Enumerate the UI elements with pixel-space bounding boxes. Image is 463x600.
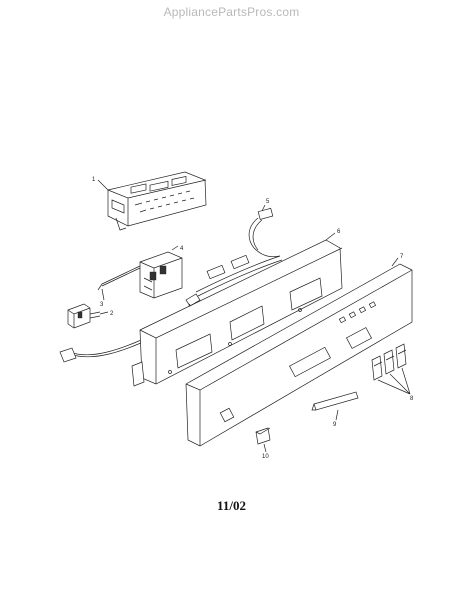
part-wire-connector[interactable] <box>248 207 281 258</box>
part-control-board[interactable] <box>107 171 207 231</box>
callout-5: 5 <box>266 199 270 205</box>
part-rod[interactable] <box>97 265 141 291</box>
part-door-switch[interactable] <box>67 303 101 329</box>
callout-1: 1 <box>92 177 96 183</box>
date-code: 11/02 <box>217 498 246 513</box>
site-watermark: AppliancePartsPros.com <box>163 5 300 19</box>
part-front-panel[interactable] <box>185 263 413 447</box>
callout-8: 8 <box>410 396 414 402</box>
part-handle[interactable] <box>311 391 359 411</box>
callout-6: 6 <box>337 229 341 235</box>
callout-9: 9 <box>333 422 337 428</box>
callout-2: 2 <box>110 311 114 317</box>
callout-3: 3 <box>100 302 104 308</box>
callout-10: 10 <box>262 454 269 460</box>
part-clip[interactable] <box>255 427 271 445</box>
part-switch-bracket[interactable] <box>139 251 183 299</box>
part-push-buttons[interactable] <box>371 343 411 395</box>
callout-4: 4 <box>180 246 184 252</box>
callout-7: 7 <box>400 254 404 260</box>
